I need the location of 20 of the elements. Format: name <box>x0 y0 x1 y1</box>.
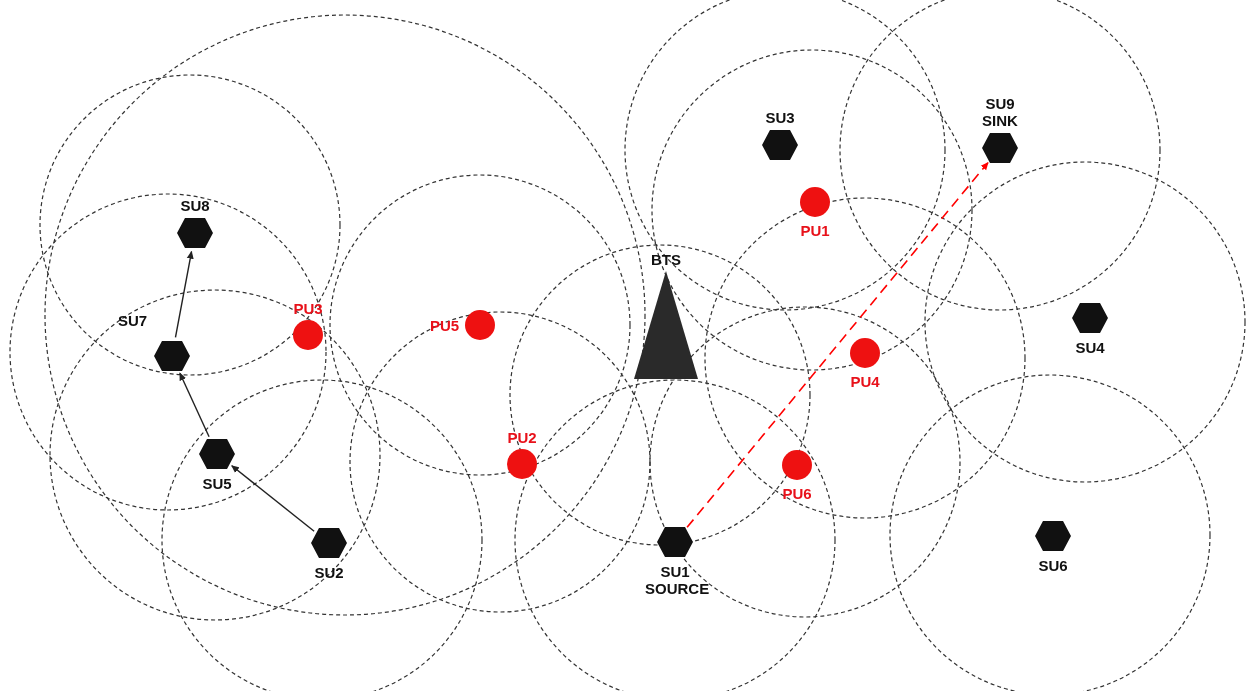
node-label: SU8 <box>180 197 210 214</box>
node-label: SU2 <box>314 564 344 581</box>
node-label: PU6 <box>782 485 812 502</box>
node-label: BTS <box>651 251 681 268</box>
node-label: SU4 <box>1075 339 1105 356</box>
node-label: SU5 <box>202 475 232 492</box>
primary-user-node <box>430 310 496 340</box>
node-label: SU3 <box>765 109 795 126</box>
node-label: SU7 <box>118 312 148 329</box>
node-label: PU3 <box>293 300 323 317</box>
node-label: SU9 SINK <box>981 95 1019 129</box>
arrow <box>686 161 989 529</box>
node-label: SU6 <box>1038 557 1068 574</box>
arrow <box>231 465 315 532</box>
node-label: PU1 <box>800 222 830 239</box>
arrow <box>179 372 210 438</box>
node-label: PU5 <box>430 316 460 334</box>
node-label: PU2 <box>507 429 537 446</box>
arrow <box>174 250 194 338</box>
node-label: PU4 <box>850 373 880 390</box>
